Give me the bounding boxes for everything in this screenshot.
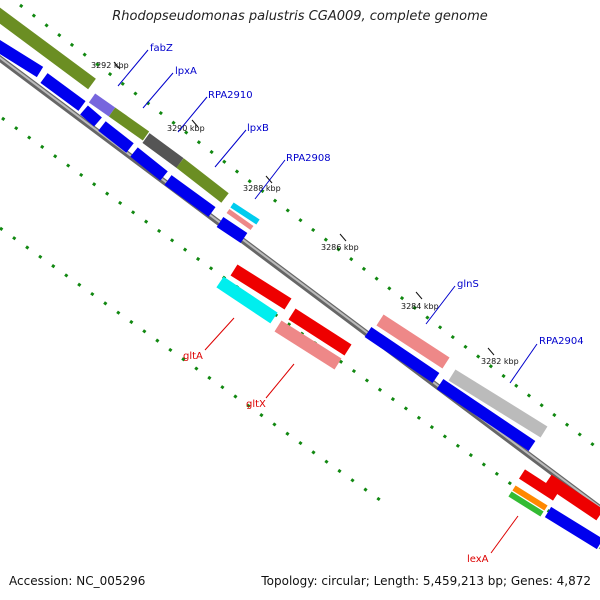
gene-purple-lpxA[interactable] bbox=[88, 93, 116, 117]
kbp-tick-3290 bbox=[191, 119, 199, 128]
kbp-label-3292: 3292 kbp bbox=[91, 61, 129, 70]
reverse-features bbox=[216, 264, 559, 517]
gene-label-RPA2908[interactable]: RPA2908 bbox=[286, 153, 331, 164]
gene-pink-glnS[interactable] bbox=[376, 314, 450, 369]
cds-segment-3[interactable] bbox=[80, 105, 102, 127]
cds-segment-4[interactable] bbox=[98, 121, 134, 153]
kbp-tick-3282 bbox=[487, 347, 495, 356]
map-title: Rhodopseudomonas palustris CGA009, compl… bbox=[112, 9, 488, 24]
gene-darkgrey-RPA2910[interactable] bbox=[142, 133, 184, 168]
kbp-tick-3292 bbox=[113, 61, 121, 70]
kbp-label-3284: 3284 kbp bbox=[401, 302, 439, 311]
gene-pink-gltX[interactable] bbox=[274, 320, 342, 370]
kbp-label-3286: 3286 kbp bbox=[321, 243, 359, 252]
cds-segment-7[interactable] bbox=[216, 217, 248, 243]
gene-red-lexA-region[interactable] bbox=[519, 469, 559, 501]
kbp-tick-3288 bbox=[265, 175, 273, 184]
gene-label-lexA[interactable]: lexA bbox=[467, 554, 489, 565]
kbp-label-3288: 3288 kbp bbox=[243, 184, 281, 193]
kbp-label-3290: 3290 kbp bbox=[167, 124, 205, 133]
gene-label-glnS[interactable]: glnS bbox=[457, 279, 479, 290]
cds-segment-10[interactable] bbox=[544, 506, 600, 550]
gene-cyan-RPA2908[interactable] bbox=[230, 202, 260, 225]
kbp-tick-3286 bbox=[339, 233, 347, 242]
cds-segment-6[interactable] bbox=[164, 175, 216, 217]
leader-glnS bbox=[425, 285, 456, 325]
reverse-gene-labels: gltA gltX lexA bbox=[183, 351, 489, 565]
leader-fabZ bbox=[117, 49, 149, 87]
kbp-tick-3284 bbox=[415, 291, 423, 300]
cds-segment-1[interactable] bbox=[0, 40, 44, 78]
leader-gltX bbox=[265, 363, 295, 399]
forward-leaders bbox=[117, 49, 538, 384]
gene-label-gltX[interactable]: gltX bbox=[246, 399, 266, 410]
gene-olive-fabZ[interactable] bbox=[0, 7, 96, 90]
gene-orange-lexA[interactable] bbox=[512, 485, 548, 511]
gene-pink-RPA2908[interactable] bbox=[226, 208, 254, 231]
leader-lexA bbox=[490, 515, 519, 554]
gene-label-lpxB[interactable]: lpxB bbox=[247, 123, 269, 134]
cds-segment-5[interactable] bbox=[130, 147, 168, 181]
gene-red-gltA[interactable] bbox=[230, 264, 292, 310]
gene-label-gltA[interactable]: gltA bbox=[183, 351, 203, 362]
reverse-leaders bbox=[204, 317, 519, 554]
topology-text: Topology: circular; Length: 5,459,213 bp… bbox=[261, 574, 591, 588]
gene-red-right[interactable] bbox=[544, 474, 600, 521]
leader-RPA2910 bbox=[177, 96, 208, 133]
cds-segment-8[interactable] bbox=[364, 327, 440, 383]
gene-olive-lpxA[interactable] bbox=[108, 107, 150, 141]
tick-row-outer bbox=[19, 3, 600, 452]
leader-gltA bbox=[204, 317, 235, 351]
gene-grey-RPA2904[interactable] bbox=[448, 369, 548, 438]
gene-green-lexA[interactable] bbox=[508, 491, 544, 517]
gene-label-lpxA[interactable]: lpxA bbox=[175, 66, 197, 77]
forward-features bbox=[0, 7, 600, 521]
leader-lpxA bbox=[142, 72, 174, 109]
leader-RPA2904 bbox=[509, 343, 538, 384]
leader-RPA2908 bbox=[254, 159, 286, 200]
gene-label-RPA2910[interactable]: RPA2910 bbox=[208, 90, 253, 101]
gene-olive-lpxB[interactable] bbox=[176, 158, 229, 203]
cds-segment-9[interactable] bbox=[436, 379, 536, 451]
gene-label-RPA2904[interactable]: RPA2904 bbox=[539, 336, 584, 347]
kbp-tick-labels: 3292 kbp 3290 kbp 3288 kbp 3286 kbp 3284… bbox=[91, 61, 519, 366]
cds-blue-strand bbox=[0, 40, 600, 550]
forward-gene-labels: fabZ lpxA RPA2910 lpxB RPA2908 glnS RPA2… bbox=[150, 43, 584, 347]
cds-segment-2[interactable] bbox=[40, 73, 86, 111]
kbp-ticks bbox=[113, 61, 495, 356]
kbp-label-3282: 3282 kbp bbox=[481, 357, 519, 366]
genome-backbone-highlight bbox=[0, 56, 600, 509]
leader-lpxB bbox=[214, 129, 247, 168]
accession-text: Accession: NC_005296 bbox=[9, 574, 146, 588]
tick-row-inner bbox=[0, 226, 381, 502]
gene-cyan-gltA[interactable] bbox=[216, 276, 278, 324]
gene-red-gltX[interactable] bbox=[288, 308, 352, 356]
gene-label-fabZ[interactable]: fabZ bbox=[150, 43, 173, 54]
